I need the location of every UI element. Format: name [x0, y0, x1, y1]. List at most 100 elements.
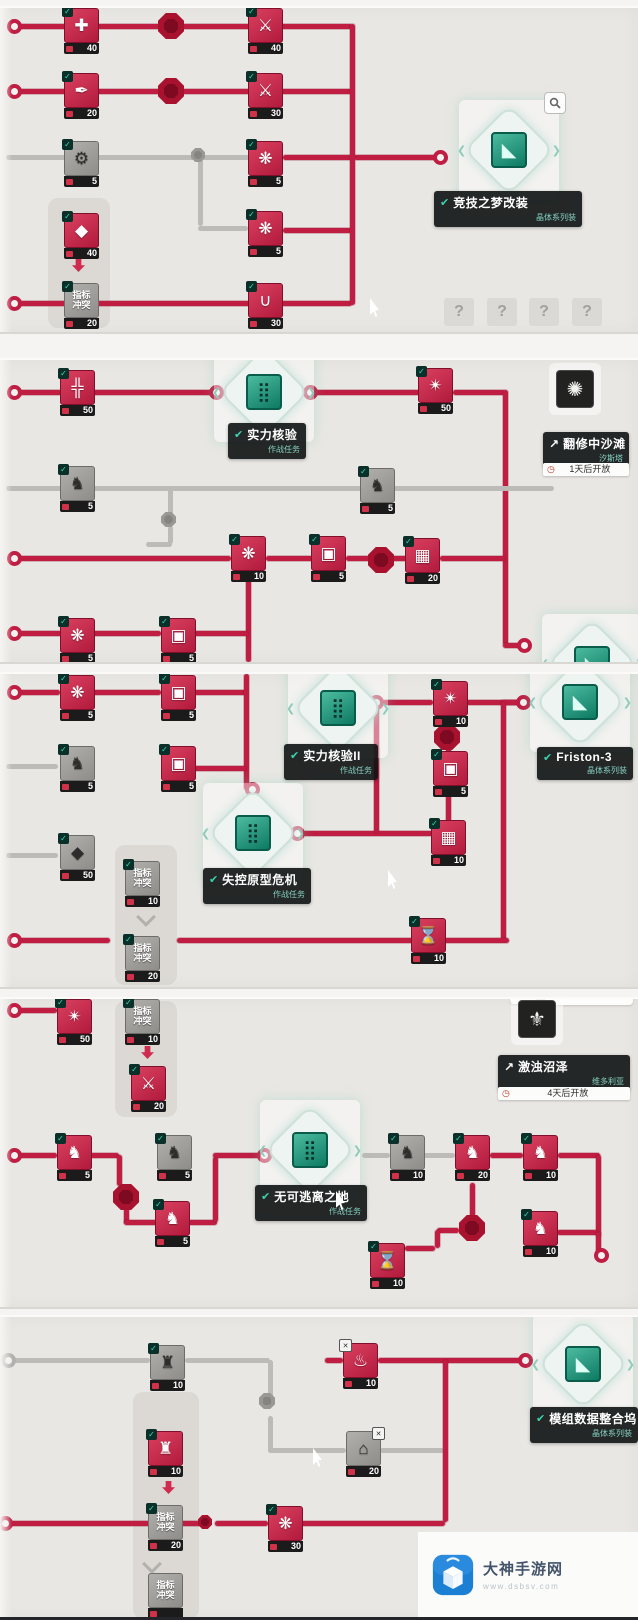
beast-icon: ♞	[532, 1143, 549, 1162]
skill-node-beast[interactable]: ♞✓5	[155, 1133, 192, 1181]
skill-node-tower[interactable]: ♜✓10	[146, 1429, 183, 1477]
gear-stage-node[interactable]: ◣❮❯	[531, 1317, 635, 1414]
gear-stage-node[interactable]: ◣❮❯	[528, 674, 632, 752]
stage-title: 激浊沼泽	[518, 1060, 569, 1074]
crest-seal-icon[interactable]: ⚜	[518, 1000, 556, 1038]
skill-node-hourglass[interactable]: ⌛✓10	[409, 916, 446, 964]
gray-connector-line	[6, 486, 554, 491]
skill-node-card[interactable]: ▣✓5	[431, 749, 468, 797]
skill-node-crossed-swords-alt[interactable]: ⚔✓30	[246, 71, 283, 119]
skill-node-metric-conflict[interactable]: 指标冲突✓20	[146, 1503, 183, 1551]
skill-node-card[interactable]: ▣✓5	[309, 534, 346, 582]
magnifier-icon[interactable]	[544, 92, 566, 114]
skill-node-cost-bar: 40	[248, 43, 283, 54]
skill-node-gray-gem[interactable]: ◆✓50	[58, 833, 95, 881]
skill-node-bird-claw[interactable]: ✴✓50	[55, 999, 92, 1045]
skill-node-cost: 20	[153, 1101, 164, 1111]
octagon-junction	[368, 547, 394, 573]
skill-node-saber[interactable]: ⚔✓20	[129, 1064, 166, 1112]
checkmark-icon: ✓	[453, 1133, 464, 1144]
checkmark-icon: ✓	[521, 1209, 532, 1220]
skill-node-lock-jar[interactable]: ⌂✕20	[346, 1427, 385, 1477]
skill-node-beast[interactable]: ♞✓10	[521, 1209, 558, 1257]
checkmark-icon: ✓	[155, 1133, 166, 1144]
skill-node-cost-bar: 5	[161, 710, 196, 721]
skill-node-beast[interactable]: ♞✓10	[521, 1133, 558, 1181]
checkmark-icon: ✓	[358, 466, 369, 477]
mouse-cursor	[388, 870, 397, 889]
skill-node-cost-bar	[148, 1608, 183, 1619]
skill-node-tower[interactable]: ♜✓10	[148, 1343, 185, 1391]
gear-stage-node[interactable]: ◣❮❯	[457, 100, 561, 200]
skill-node-pillar-cross[interactable]: ╬✓50	[58, 368, 95, 416]
skill-node-wing-strike[interactable]: ❋✓5	[246, 139, 283, 187]
red-connector-line	[501, 702, 506, 942]
skill-node-cost-bar: 10	[231, 571, 266, 582]
mission-stage-node[interactable]: ⣿❮❯	[258, 1100, 362, 1200]
panel-1[interactable]: ◣❮❯ ✚✓40 ⚔✓40 ✒✓20 ⚔✓30 ⚙✓5 ❋✓5 ◆✓40 ❋✓5 指标冲突✓20 ∪…	[0, 6, 638, 334]
skill-node-beast[interactable]: ♞✓10	[388, 1133, 425, 1181]
checkmark-icon: ✓	[431, 749, 442, 760]
skill-node-metric-conflict[interactable]: 指标冲突✓20	[62, 281, 99, 329]
skill-node-grid[interactable]: ▦✓20	[403, 536, 440, 584]
skill-node-pen-lance[interactable]: ✒✓20	[62, 71, 99, 119]
skill-node-metric-conflict[interactable]: 指标冲突	[148, 1573, 183, 1619]
skill-node-garment[interactable]: ♞✓5	[58, 744, 95, 792]
skill-node-claw[interactable]: ❋✓10	[229, 534, 266, 582]
skill-node-grid[interactable]: ▦✓10	[429, 818, 466, 866]
red-connector-line	[246, 578, 251, 662]
panel-5[interactable]: ◣❮❯♜✓10♜✓10指标冲突✓20指标冲突♨✓✕10⌂✕20❋✓30✔模组数据…	[0, 1315, 638, 1620]
chevron-right-icon: ❯	[295, 828, 305, 840]
skill-node-strike[interactable]: ❋✓5	[58, 616, 95, 662]
checkmark-icon: ✓	[246, 71, 257, 82]
skill-node-crossed-swords[interactable]: ⚔✓40	[246, 8, 283, 54]
skill-node-hand-strike[interactable]: ❋✓30	[266, 1504, 303, 1552]
skill-node-beast-mask[interactable]: ♞✓5	[58, 464, 95, 512]
skill-node-cost: 20	[86, 108, 97, 118]
skill-node-card[interactable]: ▣✓5	[159, 616, 196, 662]
ring-connector	[594, 1248, 609, 1263]
skill-node-metric-conflict[interactable]: 指标冲突✓10	[123, 999, 160, 1045]
star-seal-icon[interactable]: ✺	[556, 370, 594, 408]
cost-currency-icon	[435, 718, 442, 725]
skill-node-cost: 5	[188, 781, 194, 791]
skill-node-metric-conflict[interactable]: 指标冲突✓20	[123, 934, 160, 982]
skill-node-beast[interactable]: ♞✓5	[55, 1133, 92, 1181]
mission-stage-node[interactable]: ⣿❮❯	[201, 783, 305, 883]
skill-node-strike[interactable]: ❋✓5	[58, 674, 95, 721]
skill-node-wing-strike[interactable]: ❋✓5	[246, 209, 283, 257]
skill-node-bird[interactable]: ✴✓10	[431, 679, 468, 727]
red-connector-line	[90, 1153, 119, 1158]
skill-node-card[interactable]: ▣✓5	[159, 744, 196, 792]
skill-node-shield[interactable]: ∪✓30	[246, 281, 283, 329]
panel-2[interactable]: ⣿❮❯◣❮❯✺╬✓50✴✓50♞✓5♞✓5❋✓10▣✓5▦✓20❋✓5▣✓5✔实…	[0, 358, 638, 664]
cost-currency-icon	[457, 1172, 464, 1179]
ring-connector	[433, 150, 448, 165]
skill-node-bird[interactable]: ✴✓50	[416, 366, 453, 414]
skill-node-machine[interactable]: ⚙✓5	[62, 139, 99, 187]
checkmark-icon: ✓	[159, 674, 170, 684]
skill-node-double-plus[interactable]: ✚✓40	[62, 8, 99, 54]
skill-node-hourglass[interactable]: ⌛✓10	[368, 1241, 405, 1289]
claw-icon: ❋	[241, 544, 256, 563]
gear-stage-node[interactable]: ◣❮❯	[540, 614, 638, 662]
skill-node-flame[interactable]: ♨✓✕10	[339, 1339, 378, 1389]
skill-node-metric-conflict[interactable]: 指标冲突✓10	[123, 859, 160, 907]
skill-node-card[interactable]: ▣✓5	[159, 674, 196, 721]
red-connector-line	[177, 938, 509, 943]
skill-node-label: 指标冲突	[156, 1579, 175, 1600]
checkmark-icon: ✓	[58, 744, 69, 755]
skill-node-cost-bar: 5	[60, 710, 95, 721]
skill-node-cost-bar: 5	[57, 1170, 92, 1181]
skill-node-beast[interactable]: ♞✓5	[358, 466, 395, 514]
unlock-countdown-text: 4天后开放	[547, 1088, 589, 1098]
skill-node-beast[interactable]: ♞✓20	[453, 1133, 490, 1181]
skill-node-beast[interactable]: ♞✓5	[153, 1199, 190, 1247]
skill-node-cost-bar: 5	[161, 781, 196, 792]
cost-currency-icon	[250, 320, 257, 327]
skill-node-gem[interactable]: ◆✓40	[62, 211, 99, 259]
checkmark-icon: ✓	[159, 616, 170, 627]
